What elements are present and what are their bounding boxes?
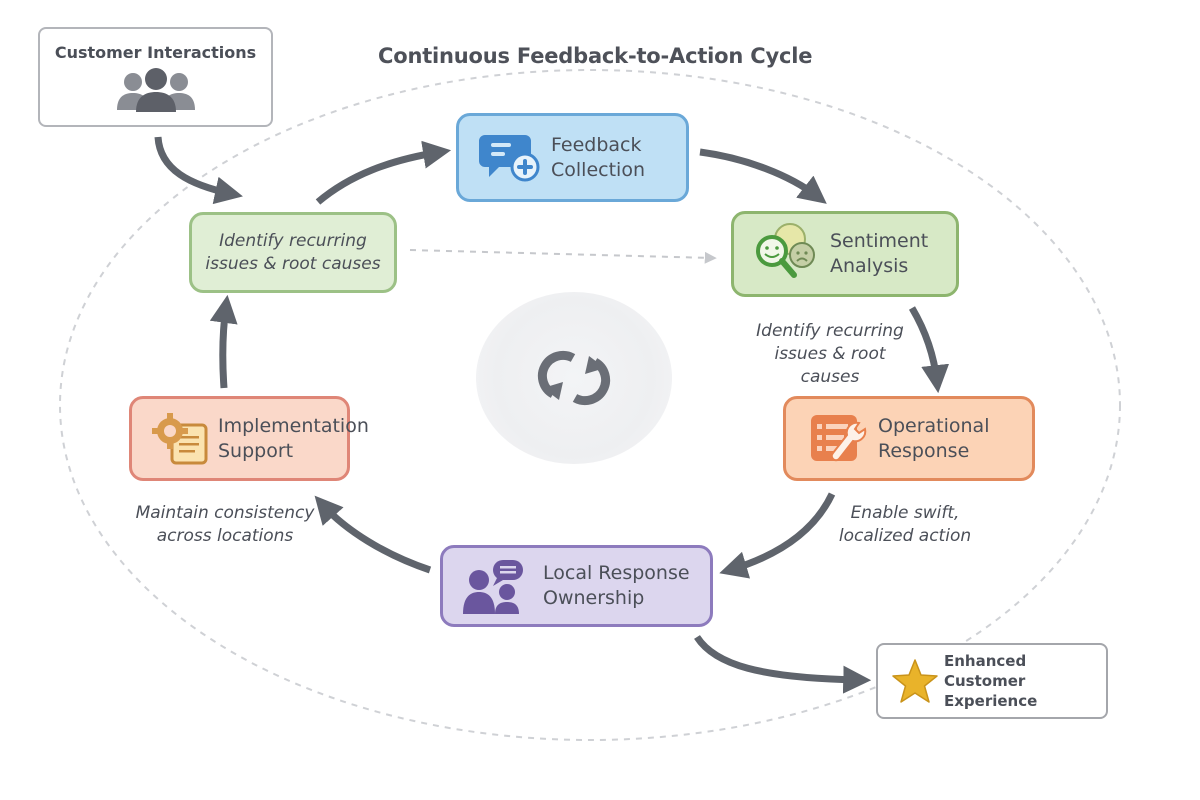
arrow-identify-to-feedback [315, 140, 452, 205]
diagram-title: Continuous Feedback-to-Action Cycle [378, 44, 813, 68]
sentiment-caption: Identify recurring issues & root causes [745, 320, 915, 389]
sentiment-caption-line1: Identify recurring [756, 321, 904, 341]
arrow-operational-to-local [719, 492, 836, 579]
operational-response-label-line1: Operational [878, 414, 990, 437]
feedback-collection-node: Feedback Collection [456, 113, 689, 202]
customer-interactions-label: Customer Interactions [54, 42, 257, 62]
implementation-caption: Maintain consistency across locations [130, 502, 320, 548]
operational-caption-line1: Enable swift, [850, 503, 960, 523]
dashed-link-identify-to-sentiment [409, 249, 717, 264]
arrow-local-to-enhanced [694, 634, 872, 694]
implementation-support-label-line1: Implementation [218, 414, 369, 437]
arrow-local-to-implementation [314, 495, 432, 574]
center-cycle-badge [476, 292, 672, 464]
implementation-support-node: Implementation Support [129, 396, 369, 481]
operational-caption-line2: localized action [838, 526, 972, 546]
local-response-ownership-node: Local Response Ownership [440, 545, 713, 627]
local-response-label-line2: Ownership [543, 587, 645, 609]
cycle-boundary-ellipse [59, 69, 1121, 741]
operational-caption: Enable swift, localized action [825, 502, 985, 548]
sentiment-magnifier-icon [756, 223, 815, 278]
feedback-collection-label-line2: Collection [551, 158, 645, 181]
enhanced-customer-experience-node: Enhanced Customer Experience [876, 643, 1108, 719]
gear-document-icon [152, 412, 208, 464]
sentiment-analysis-label-line1: Sentiment [830, 230, 929, 252]
arrow-sentiment-to-operational [908, 306, 950, 394]
star-icon [892, 659, 938, 703]
people-chat-icon [463, 560, 523, 614]
arrow-customer-to-identify [154, 136, 243, 205]
sentiment-analysis-label-line2: Analysis [830, 255, 909, 277]
implementation-caption-line1: Maintain consistency [135, 503, 315, 523]
refresh-cycle-icon [537, 350, 611, 406]
identify-issues-label-line1: Identify recurring [219, 230, 367, 251]
implementation-caption-line2: across locations [156, 526, 294, 546]
operational-response-node: Operational Response [783, 396, 1035, 481]
enhanced-label-line1: Enhanced Customer [944, 652, 1027, 690]
enhanced-label-line2: Experience [944, 692, 1038, 710]
arrow-implementation-to-identify [209, 294, 238, 389]
checklist-wrench-icon [811, 414, 867, 461]
users-group-icon [116, 67, 195, 112]
implementation-support-label-line2: Support [218, 439, 294, 462]
feedback-collection-label-line1: Feedback [551, 133, 642, 156]
arrow-feedback-to-sentiment [699, 148, 827, 204]
sentiment-caption-line2: issues & root causes [774, 344, 886, 387]
sentiment-analysis-node: Sentiment Analysis [731, 211, 959, 297]
identify-issues-label-line2: issues & root causes [205, 253, 381, 274]
identify-issues-node: Identify recurring issues & root causes [189, 212, 397, 293]
local-response-label-line1: Local Response [543, 562, 690, 584]
customer-interactions-node: Customer Interactions [38, 27, 273, 127]
chat-plus-icon [479, 134, 540, 181]
operational-response-label-line2: Response [878, 439, 970, 462]
